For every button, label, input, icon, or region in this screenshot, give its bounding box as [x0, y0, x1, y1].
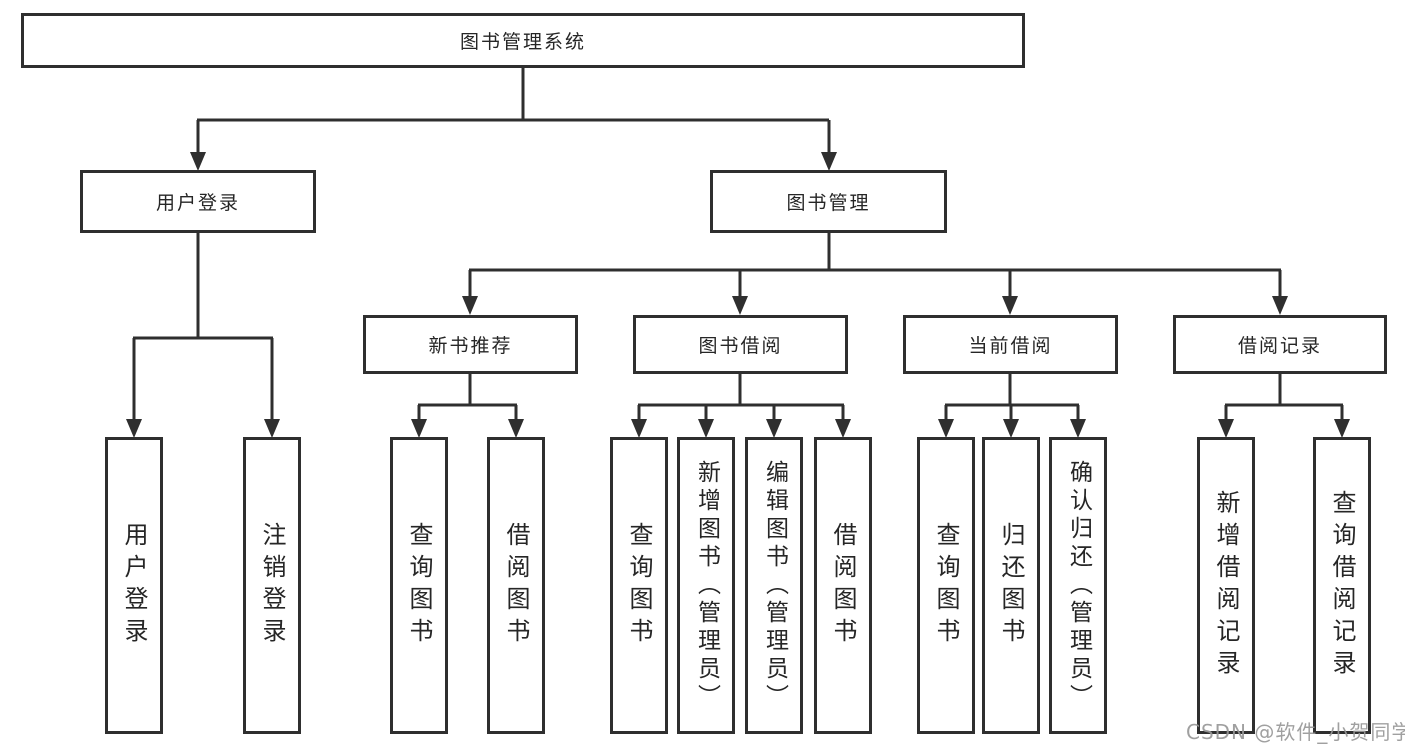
node-label: 借阅图书 — [829, 521, 857, 650]
leaf-add-books-admin: 新增图书（管理员） — [677, 437, 735, 734]
connector-currentborrow-to-leaves — [938, 374, 1086, 438]
node-borrow-records: 借阅记录 — [1173, 315, 1387, 374]
leaf-confirm-return-admin: 确认归还（管理员） — [1049, 437, 1107, 734]
leaf-query-books: 查询图书 — [610, 437, 668, 734]
node-label: 注销登录 — [258, 521, 286, 650]
leaf-borrow-books: 借阅图书 — [487, 437, 545, 734]
node-label: 新增借阅记录 — [1212, 489, 1240, 682]
node-label: 用户登录 — [120, 521, 148, 650]
leaf-edit-books-admin: 编辑图书（管理员） — [745, 437, 803, 734]
node-label: 归还图书 — [997, 521, 1025, 650]
node-label: 借阅记录 — [1237, 335, 1322, 357]
node-label: 用户登录 — [155, 192, 240, 214]
connector-bookborrow-to-leaves — [631, 374, 851, 438]
connector-root-to-level2 — [190, 68, 837, 171]
node-root-system: 图书管理系统 — [21, 13, 1025, 68]
leaf-query-borrow-record: 查询借阅记录 — [1313, 437, 1371, 734]
node-label: 编辑图书（管理员） — [761, 459, 788, 712]
node-current-borrow: 当前借阅 — [903, 315, 1118, 374]
node-label: 图书借阅 — [698, 335, 783, 357]
node-label: 确认归还（管理员） — [1065, 459, 1092, 712]
node-label: 查询图书 — [625, 521, 653, 650]
node-label: 新书推荐 — [428, 335, 513, 357]
node-new-book-recommend: 新书推荐 — [363, 315, 578, 374]
leaf-borrow-books: 借阅图书 — [814, 437, 872, 734]
leaf-add-borrow-record: 新增借阅记录 — [1197, 437, 1255, 734]
leaf-return-books: 归还图书 — [982, 437, 1040, 734]
node-label: 新增图书（管理员） — [693, 459, 720, 712]
node-label: 借阅图书 — [502, 521, 530, 650]
node-label: 当前借阅 — [968, 335, 1053, 357]
csdn-watermark: CSDN @软件_小贺同学 — [1186, 720, 1405, 744]
leaf-logout: 注销登录 — [243, 437, 301, 734]
connector-userlogin-to-leaves — [126, 233, 280, 438]
node-book-management: 图书管理 — [710, 170, 947, 233]
node-label: 图书管理系统 — [459, 31, 586, 53]
connector-newbookrec-to-leaves — [411, 374, 524, 438]
leaf-user-login: 用户登录 — [105, 437, 163, 734]
node-label: 查询图书 — [932, 521, 960, 650]
node-label: 查询借阅记录 — [1328, 489, 1356, 682]
node-label: 查询图书 — [405, 521, 433, 650]
leaf-query-books: 查询图书 — [917, 437, 975, 734]
node-book-borrow: 图书借阅 — [633, 315, 848, 374]
node-label: 图书管理 — [786, 192, 871, 214]
connector-bookmgmt-to-level3 — [462, 233, 1288, 315]
node-user-login: 用户登录 — [80, 170, 316, 233]
connector-borrowrecords-to-leaves — [1218, 374, 1350, 438]
leaf-query-books: 查询图书 — [390, 437, 448, 734]
